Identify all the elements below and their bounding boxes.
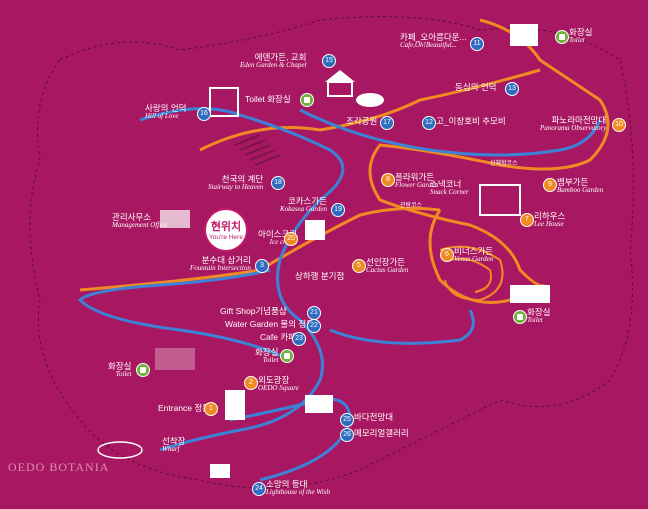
hill-of-love-icon [209, 87, 239, 117]
place-square[interactable]: 외도광장 OEDO Square [258, 375, 299, 392]
number-badge-entrance: 1 [204, 402, 218, 416]
lee-house-icon [479, 184, 521, 216]
number-badge-gallery: 26 [340, 428, 354, 442]
place-sculpture[interactable]: 조각공원 [346, 116, 378, 126]
current-location-ko: 현위치 [210, 221, 242, 233]
place-flower-garden[interactable]: 플라워가든 Flower Garden [395, 172, 439, 189]
number-badge-gift: 21 [307, 306, 321, 320]
place-bamboo[interactable]: 뱀부가든 Bamboo Garden [557, 177, 604, 194]
toilet-icon [280, 349, 294, 363]
number-badge-dongsim: 13 [505, 82, 519, 96]
number-badge-stairway: 18 [271, 176, 285, 190]
toilet-icon [300, 93, 314, 107]
route-label-course2: 관람코스 [400, 203, 423, 209]
management-icon [160, 210, 190, 228]
place-dongsim[interactable]: 동심의 언덕 [455, 82, 497, 92]
number-badge-flower: 8 [381, 173, 395, 187]
place-fountain[interactable]: 분수대 삼거리 Fountain Intersection [190, 255, 251, 272]
number-badge-cafe: 11 [470, 37, 484, 51]
place-toilet-left[interactable]: 화장실 Toilet [108, 361, 132, 378]
number-badge-water: 22 [307, 319, 321, 333]
toilet-icon [513, 310, 527, 324]
toilet-icon [136, 363, 150, 377]
current-location-en: You're Here [209, 234, 243, 241]
place-toilet-right[interactable]: 화장실 Toilet [527, 307, 551, 324]
route-label-course1: 신체험코스 [490, 161, 518, 167]
place-gallery[interactable]: 메모리얼갤러리 [354, 428, 409, 438]
wharf-boat-icon [97, 441, 143, 459]
blue-route [77, 107, 602, 452]
place-management[interactable]: 관리사무소 Management Office [112, 212, 168, 229]
number-badge-fountain: 3 [255, 259, 269, 273]
sculpture-icon [356, 93, 384, 107]
cafe-building-icon [510, 24, 538, 46]
number-badge-bamboo: 9 [543, 178, 557, 192]
place-toilet-top[interactable]: 화장실 Toilet [569, 27, 593, 44]
number-badge-kokasea: 19 [331, 203, 345, 217]
chapel-icon [325, 70, 355, 82]
number-badge-lighthouse: 24 [252, 482, 266, 496]
orange-route-lower [79, 206, 441, 292]
number-badge-lee-house: 7 [520, 213, 534, 227]
place-cafe2[interactable]: Cafe 카페 [260, 332, 296, 342]
entrance-icon [225, 390, 245, 420]
number-badge-panorama: 10 [612, 118, 626, 132]
blue-route-south [229, 397, 352, 482]
place-cactus[interactable]: 선인장가든 Cactus Garden [366, 257, 409, 274]
island-outline [29, 16, 634, 489]
place-icecream[interactable]: 아이스크림 Ice cream [258, 229, 298, 246]
toilet-icon [555, 30, 569, 44]
place-toilet-mid[interactable]: 화장실 Toilet [255, 347, 279, 364]
place-toilet2[interactable]: Toilet 화장실 [245, 94, 291, 104]
place-kokasea[interactable]: 코카스가든 Kokasea Garden [280, 196, 327, 213]
current-location-marker: 현위치 You're Here [204, 208, 248, 252]
observatory-icon [305, 395, 333, 413]
place-gift-shop[interactable]: Gift Shop기념품샵 [220, 306, 287, 316]
number-badge-sculpture: 17 [380, 116, 394, 130]
place-cafe[interactable]: 카페_오아름다운... Cafe,Oh!Beautiful... [400, 32, 467, 49]
place-lighthouse[interactable]: 소망의 등대 Lighthouse of the Wish [266, 479, 330, 496]
place-panorama[interactable]: 파노라마전망대 Panorama Observatory [540, 115, 607, 132]
place-water-garden[interactable]: Water Garden 물의 정원 [225, 319, 315, 329]
place-lee-house[interactable]: 리하우스 Lee House [534, 211, 566, 228]
number-badge-eden: 15 [322, 54, 336, 68]
place-entrance[interactable]: Entrance 정문 [158, 403, 211, 413]
logo-text: OEDO BOTANIA [8, 460, 110, 474]
toilet-building-icon [510, 285, 550, 303]
place-venus[interactable]: 비너스가든 Venus Garden [454, 246, 494, 263]
place-eden[interactable]: 에덴가든, 교회 Eden Garden & Chapel [240, 52, 307, 69]
icecream-icon [305, 220, 325, 240]
place-observatory[interactable]: 바다전망대 [354, 412, 394, 422]
venus-maze [439, 245, 504, 302]
number-badge-memorial: 12 [422, 116, 436, 130]
place-stairway[interactable]: 천국의 계단 Stairway to Heaven [208, 174, 264, 191]
place-hill-of-love[interactable]: 사랑의 언덕 Hill of Love [145, 103, 187, 120]
orange-route [199, 18, 610, 304]
place-upper-branch[interactable]: 상하행 분기점 [295, 271, 345, 281]
number-badge-icecream: 20 [284, 232, 298, 246]
number-badge-square: 2 [244, 376, 258, 390]
place-memorial[interactable]: 고_이창호비 추모비 [436, 116, 506, 126]
number-badge-observatory: 25 [340, 413, 354, 427]
stairway-icon [234, 134, 281, 166]
place-wharf[interactable]: 선착장 Wharf [162, 436, 186, 453]
number-badge-hill: 16 [197, 107, 211, 121]
number-badge-venus: 6 [440, 248, 454, 262]
number-badge-cactus: 5 [352, 259, 366, 273]
left-building-icon [155, 348, 195, 370]
place-snack[interactable]: 스낵코너 Snack Corner [430, 179, 469, 196]
number-badge-cafe2: 23 [292, 332, 306, 346]
lighthouse-icon [210, 464, 230, 478]
